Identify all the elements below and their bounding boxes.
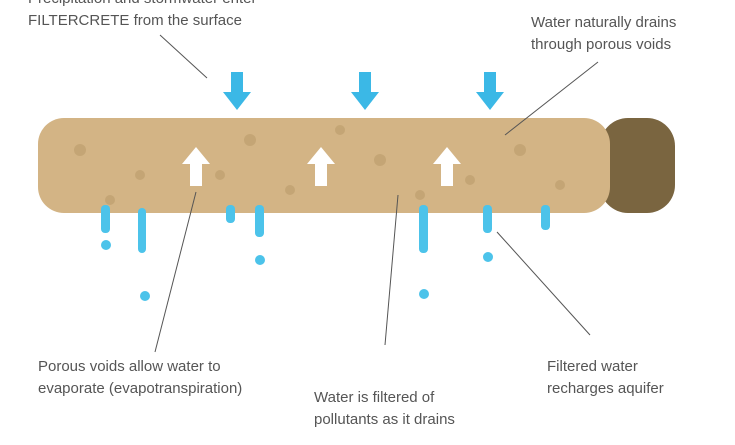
water-drops	[101, 205, 550, 301]
down-arrows	[223, 72, 504, 110]
evaporation-arrow-icon	[433, 147, 461, 186]
leader-lines	[154, 34, 599, 353]
slab-cross-section	[600, 118, 675, 213]
concrete-slab	[38, 118, 675, 213]
rain-arrow-icon	[223, 72, 251, 110]
rain-arrow-icon	[476, 72, 504, 110]
up-arrows	[182, 147, 461, 186]
rain-arrow-icon	[351, 72, 379, 110]
evaporation-arrow-icon	[182, 147, 210, 186]
evaporation-arrow-icon	[307, 147, 335, 186]
label-precipitation: Precipitation and stormwater enterFILTER…	[28, 0, 256, 29]
